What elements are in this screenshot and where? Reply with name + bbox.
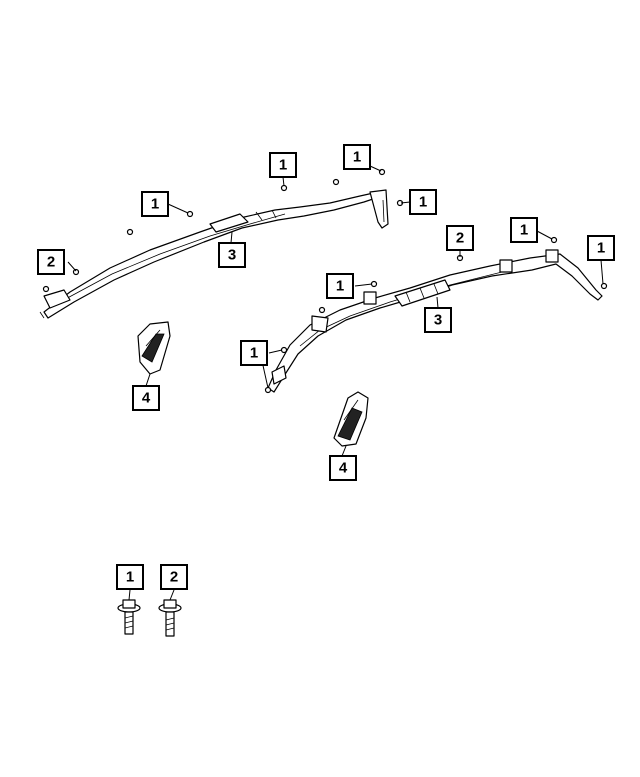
callout-1-left-upper: 1 (141, 191, 169, 217)
callout-label: 1 (353, 149, 361, 166)
left-trim-cover (137, 321, 171, 375)
callout-1-right-lower: 1 (240, 340, 268, 366)
left-fasteners (42, 168, 404, 293)
callout-label: 2 (456, 230, 464, 247)
left-curtain-airbag (39, 189, 389, 319)
callout-label: 2 (170, 569, 178, 586)
callout-label: 4 (142, 390, 151, 407)
callout-2-bolt: 2 (160, 564, 188, 590)
bolt-1 (117, 599, 141, 635)
callout-label: 4 (339, 460, 348, 477)
callout-label: 1 (336, 278, 344, 295)
callout-1-left: 2 (37, 249, 65, 275)
callout-1-top: 1 (343, 144, 371, 170)
callout-3-right: 3 (424, 307, 452, 333)
callout-label: 1 (419, 194, 427, 211)
callout-label: 1 (279, 157, 287, 174)
callout-label: 1 (597, 240, 605, 257)
callout-1-far-right: 1 (587, 235, 615, 261)
callout-label: 1 (520, 222, 528, 239)
callout-label: 3 (228, 247, 236, 264)
callout-1-top-right: 1 (409, 189, 437, 215)
callout-2-top-left: 1 (269, 152, 297, 178)
bolt-2 (158, 599, 182, 637)
callout-label: 3 (434, 312, 442, 329)
callout-label: 1 (250, 345, 258, 362)
callout-label: 1 (126, 569, 134, 586)
callout-1-right-top: 1 (510, 217, 538, 243)
callout-1-right-mid: 1 (326, 273, 354, 299)
callout-4-left: 4 (132, 385, 160, 411)
callout-4-right: 4 (329, 455, 357, 481)
right-trim-cover (333, 391, 369, 447)
callout-label: 2 (47, 254, 55, 271)
right-curtain-airbag (267, 249, 603, 393)
callout-label: 1 (151, 196, 159, 213)
callout-1-bolt: 1 (116, 564, 144, 590)
callout-3-left: 3 (218, 242, 246, 268)
leader-lines (67, 165, 604, 601)
callout-2-right: 2 (446, 225, 474, 251)
